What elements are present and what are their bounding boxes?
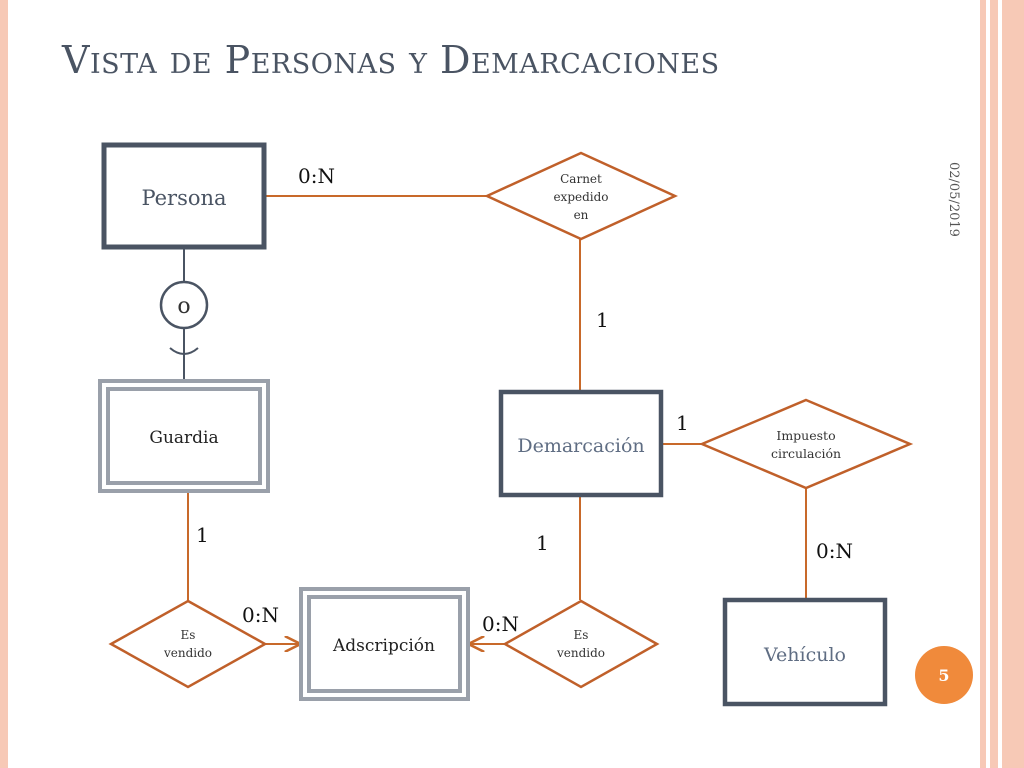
entity-vehiculo <box>722 597 888 707</box>
relationship-impuesto-label-1: Impuesto <box>776 428 835 443</box>
relationship-impuesto-label-2: circulación <box>771 446 841 461</box>
subset-symbol <box>169 347 199 355</box>
relationship-es-vendido-2-label-2: vendido <box>556 646 605 660</box>
entity-persona <box>101 142 267 250</box>
entity-vehiculo-label: Vehículo <box>763 644 846 666</box>
page-number-badge: 5 <box>915 646 973 704</box>
cardinality-esvendido-adscripcion: 0:N <box>242 603 279 627</box>
relationship-es-vendido-1-label-1: Es <box>181 628 196 642</box>
entity-guardia <box>98 379 270 493</box>
cardinality-carnet-demarcacion: 1 <box>596 308 609 332</box>
left-accent-bar <box>0 0 8 768</box>
entity-adscripcion-label: Adscripción <box>332 636 435 656</box>
cardinality-guardia-esvendido: 1 <box>196 523 209 547</box>
entity-adscripcion <box>299 587 470 701</box>
relationship-es-vendido-1 <box>108 599 268 689</box>
cardinality-impuesto-vehiculo: 0:N <box>816 539 853 563</box>
entity-demarcacion <box>498 389 664 498</box>
relationship-es-vendido-1-label-2: vendido <box>163 646 212 660</box>
entity-guardia-label: Guardia <box>149 428 218 448</box>
cardinality-demarcacion-esvendido: 1 <box>536 531 549 555</box>
right-decorative-stripes <box>980 0 1024 768</box>
cardinality-persona-carnet: 0:N <box>298 164 335 188</box>
slide-date: 02/05/2019 <box>946 162 961 237</box>
entity-persona-label: Persona <box>141 186 226 210</box>
relationship-carnet-label-1: Carnet <box>560 172 602 186</box>
relationship-carnet-label-3: en <box>574 208 589 222</box>
relationship-carnet-label-2: expedido <box>553 190 608 204</box>
cardinality-demarcacion-impuesto: 1 <box>676 411 689 435</box>
relationship-impuesto <box>698 398 914 490</box>
specialization-label: o <box>177 294 190 319</box>
relationship-carnet <box>483 151 679 241</box>
entity-demarcacion-label: Demarcación <box>517 435 644 457</box>
specialization-circle <box>159 280 209 330</box>
relationship-es-vendido-2-label-1: Es <box>574 628 589 642</box>
page-title: Vista de Personas y Demarcaciones <box>62 38 720 82</box>
cardinality-esvendido2-adscripcion: 0:N <box>482 612 519 636</box>
relationship-es-vendido-2 <box>502 599 660 689</box>
